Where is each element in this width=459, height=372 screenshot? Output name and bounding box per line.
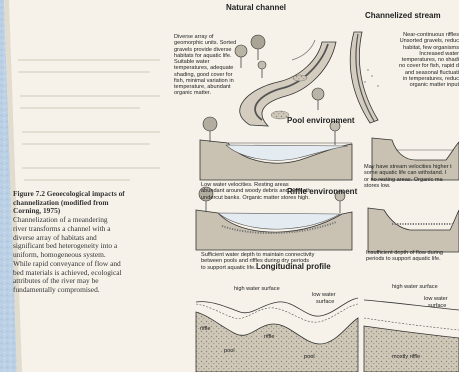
description-line: stores low.	[364, 183, 459, 189]
natural-channel-description: Diverse array of geomorphic units. Sorte…	[174, 34, 262, 97]
label-low-water-left: low water	[312, 292, 336, 298]
description-line: to support aquatic life.	[201, 265, 361, 271]
description-line: some aquatic life can withstand. I	[364, 170, 459, 176]
label-pool-a: pool	[224, 348, 235, 354]
label-high-water-right: high water surface	[392, 284, 438, 290]
label-pool-b: pool	[304, 354, 315, 360]
riffle-channelized-description: Insufficient depth of flow during period…	[366, 250, 459, 263]
pool-channelized-description: May have stream velocities higher t some…	[364, 164, 459, 189]
caption-body-line: fundamentally compromised.	[13, 286, 173, 295]
heading-natural-channel: Natural channel	[226, 4, 286, 13]
channelized-stream-description: Near-continuous riffles Unsorted gravels…	[377, 32, 459, 88]
label-mostly-riffle: mostly riffle	[392, 354, 420, 360]
description-line: organic matter input	[377, 82, 459, 88]
pool-natural-description: Low water velocities. Resting areas abun…	[201, 182, 361, 201]
description-line: periods to support aquatic life.	[366, 256, 459, 262]
riffle-natural-description: Sufficient water depth to maintain conne…	[201, 252, 361, 271]
heading-pool-environment: Pool environment	[287, 117, 355, 126]
description-line: organic matter.	[174, 90, 262, 96]
figure-caption: Figure 7.2 Geoecological impacts of chan…	[13, 190, 173, 295]
label-riffle-a: riffle	[200, 326, 210, 332]
label-riffle-b: riffle	[264, 334, 274, 340]
heading-channelized-stream: Channelized stream	[365, 12, 441, 21]
label-low-water-right: low water	[424, 296, 448, 302]
label-low-water-right-2: surface	[428, 303, 446, 309]
description-line: undercut banks. Organic matter stores hi…	[201, 195, 361, 201]
label-high-water-left: high water surface	[234, 286, 280, 292]
label-low-water-left-2: surface	[316, 299, 334, 305]
